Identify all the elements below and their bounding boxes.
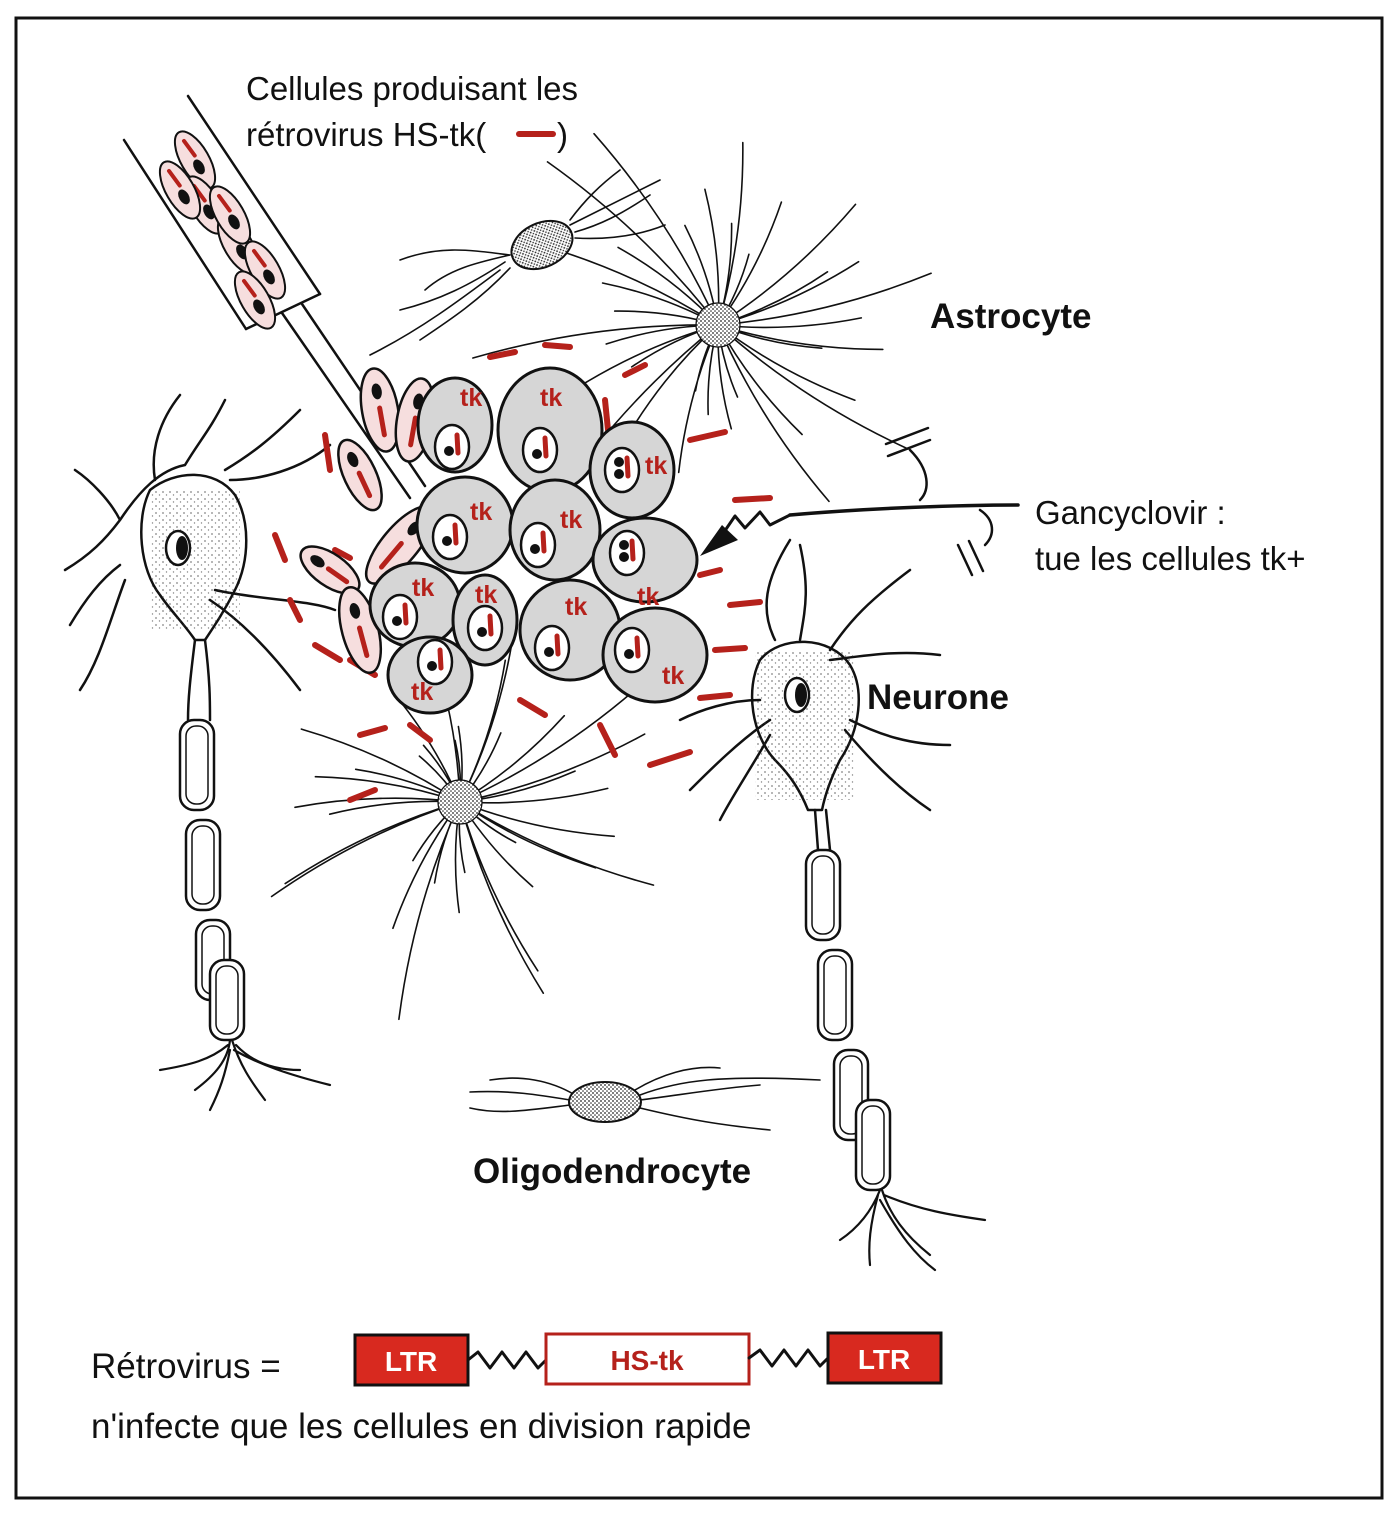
- retrovirus-particle: [602, 397, 611, 433]
- tk-label: tk: [411, 678, 433, 706]
- tumor-cell-tk: tk: [451, 573, 519, 667]
- retrovirus-particle: [622, 362, 648, 378]
- gancyclovir-arrow: [700, 426, 1020, 577]
- retrovirus-particle: [322, 432, 333, 473]
- retrovirus-note: n'infecte que les cellules en division r…: [91, 1407, 751, 1446]
- neurone-label: Neurone: [867, 678, 1009, 717]
- producer-label-line2: rétrovirus HS-tk(: [246, 116, 486, 153]
- retrovirus-particle: [347, 787, 378, 803]
- retrovirus-particle: [332, 547, 353, 561]
- retrovirus-particle: [487, 349, 518, 360]
- tumor-cell-tk: tk: [416, 376, 494, 474]
- neuron-left: [63, 393, 337, 1112]
- hs-tk-gene-label: HS-tk: [610, 1345, 684, 1376]
- oligodendrocyte-label: Oligodendrocyte: [473, 1152, 751, 1191]
- tk-label: tk: [412, 574, 434, 602]
- retrovirus-particle: [732, 495, 773, 503]
- retrovirus-particle: [542, 342, 573, 350]
- gancyclovir-label-line1: Gancyclovir :: [1035, 494, 1226, 531]
- retrovirus-particle: [712, 645, 748, 653]
- producer-cell-inset: [158, 160, 202, 220]
- tumor-cell-tk: tk: [591, 516, 699, 611]
- neuron-right: [678, 538, 987, 1272]
- producer-cell-inset: [208, 185, 252, 245]
- retrovirus-particle: [312, 642, 343, 663]
- tumor-cell-tk: tk: [601, 606, 709, 704]
- tumor-cell-tk: tk: [508, 478, 602, 582]
- tk-label: tk: [460, 384, 482, 412]
- ltr-right-box: [826, 1331, 943, 1385]
- gancyclovir-label-line2: tue les cellules tk+: [1035, 540, 1306, 577]
- retrovirus-construct: Rétrovirus = LTR HS-tk LTR n'infecte que…: [91, 1331, 943, 1446]
- producer-cell: [299, 545, 361, 595]
- retrovirus-particle: [407, 722, 433, 743]
- tk-label: tk: [560, 506, 582, 534]
- ltr-left-label: LTR: [385, 1346, 437, 1377]
- tk-label: tk: [475, 581, 497, 609]
- retrovirus-particle: [597, 722, 618, 758]
- retrovirus-particle: [697, 692, 733, 701]
- retrovirus-particle: [647, 749, 693, 768]
- tumor-cell-tk: tk: [588, 420, 676, 520]
- retrovirus-particle: [697, 567, 723, 578]
- tk-label: tk: [645, 452, 667, 480]
- oligodendrocyte-bottom: [469, 1066, 821, 1131]
- tumor-cluster: tk tk tk tk tk tk tk tk tk tk tk: [272, 342, 773, 803]
- retrovirus-particle: [272, 532, 288, 563]
- ltr-right-label: LTR: [858, 1344, 910, 1375]
- tumor-cell-tk: tk: [368, 561, 462, 649]
- producer-cells-inset: [122, 94, 427, 500]
- retrovirus-particle: [727, 599, 763, 608]
- tumor-cell-tk: tk: [386, 635, 474, 715]
- tk-label: tk: [637, 583, 659, 611]
- producer-label-line1: Cellules produisant les: [246, 70, 578, 107]
- retrovirus-prefix: Rétrovirus =: [91, 1347, 281, 1386]
- hs-tk-gene-box: [544, 1332, 751, 1386]
- tumor-cell-tk: tk: [496, 366, 604, 494]
- astrocyte-label: Astrocyte: [930, 297, 1091, 336]
- producer-cell: [337, 438, 383, 512]
- oligodendrocyte-top: [369, 169, 666, 356]
- retrovirus-particle: [357, 725, 388, 738]
- tk-label: tk: [662, 662, 684, 690]
- tk-label: tk: [470, 498, 492, 526]
- retrovirus-particle: [687, 429, 728, 443]
- producer-label-close: ): [557, 116, 568, 153]
- producer-cell: [359, 367, 401, 453]
- tk-label: tk: [565, 593, 587, 621]
- producer-cell-inset: [233, 270, 277, 330]
- tumor-cell-tk: tk: [415, 475, 515, 575]
- retrovirus-particle: [287, 597, 303, 623]
- tk-label: tk: [540, 384, 562, 412]
- retrovirus-particle: [517, 697, 548, 718]
- astrocyte-bottom: [270, 640, 655, 1021]
